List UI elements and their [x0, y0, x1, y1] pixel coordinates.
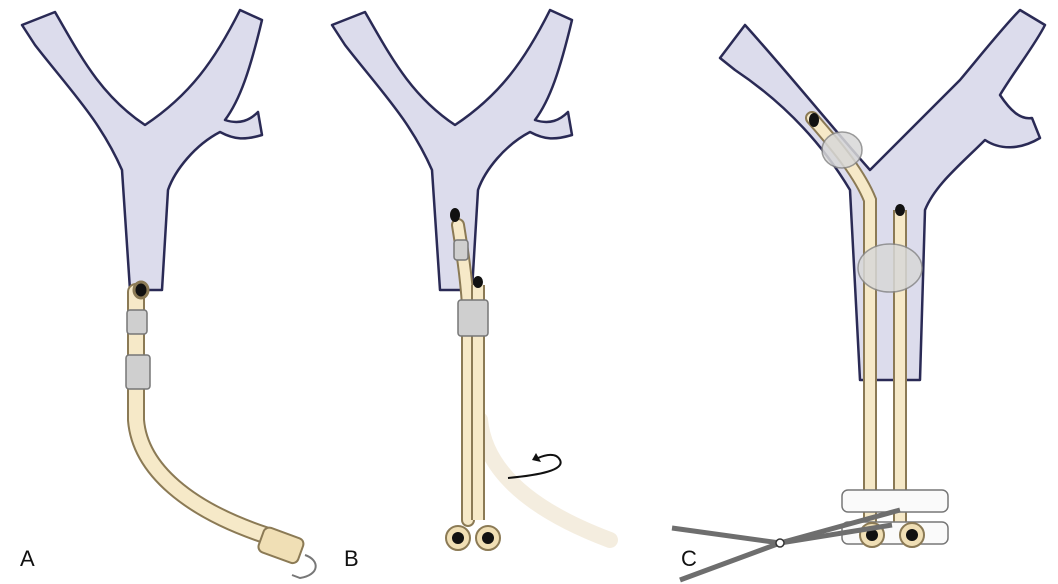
panel-label-c: C — [681, 548, 697, 570]
tube-lumen-b1 — [450, 208, 460, 222]
tracheal-cuff-b — [458, 300, 488, 336]
tube-lumen-c2 — [895, 204, 905, 216]
panel-label-a: A — [20, 548, 35, 570]
endobronchial-tube-a — [126, 282, 316, 578]
airway-tree-b — [332, 10, 572, 290]
bronchial-cuff-c — [822, 132, 862, 168]
bronchial-cuff-b — [454, 240, 468, 260]
tube-lumen-b2 — [473, 276, 483, 288]
tube-lumen-a — [134, 282, 148, 298]
tracheal-cuff-c — [858, 244, 922, 292]
panel-label-b: B — [344, 548, 359, 570]
ghost-tube-b — [480, 420, 610, 540]
connector-a — [257, 526, 305, 565]
tracheal-cuff-a — [126, 355, 150, 389]
tube-lumen-c1 — [809, 113, 819, 127]
panel-b — [332, 10, 610, 550]
panel-a — [22, 10, 316, 578]
airway-tree-c — [720, 10, 1045, 380]
bronchial-cuff-a — [127, 310, 147, 334]
panel-c — [672, 10, 1045, 580]
airway-tree-a — [22, 10, 262, 290]
